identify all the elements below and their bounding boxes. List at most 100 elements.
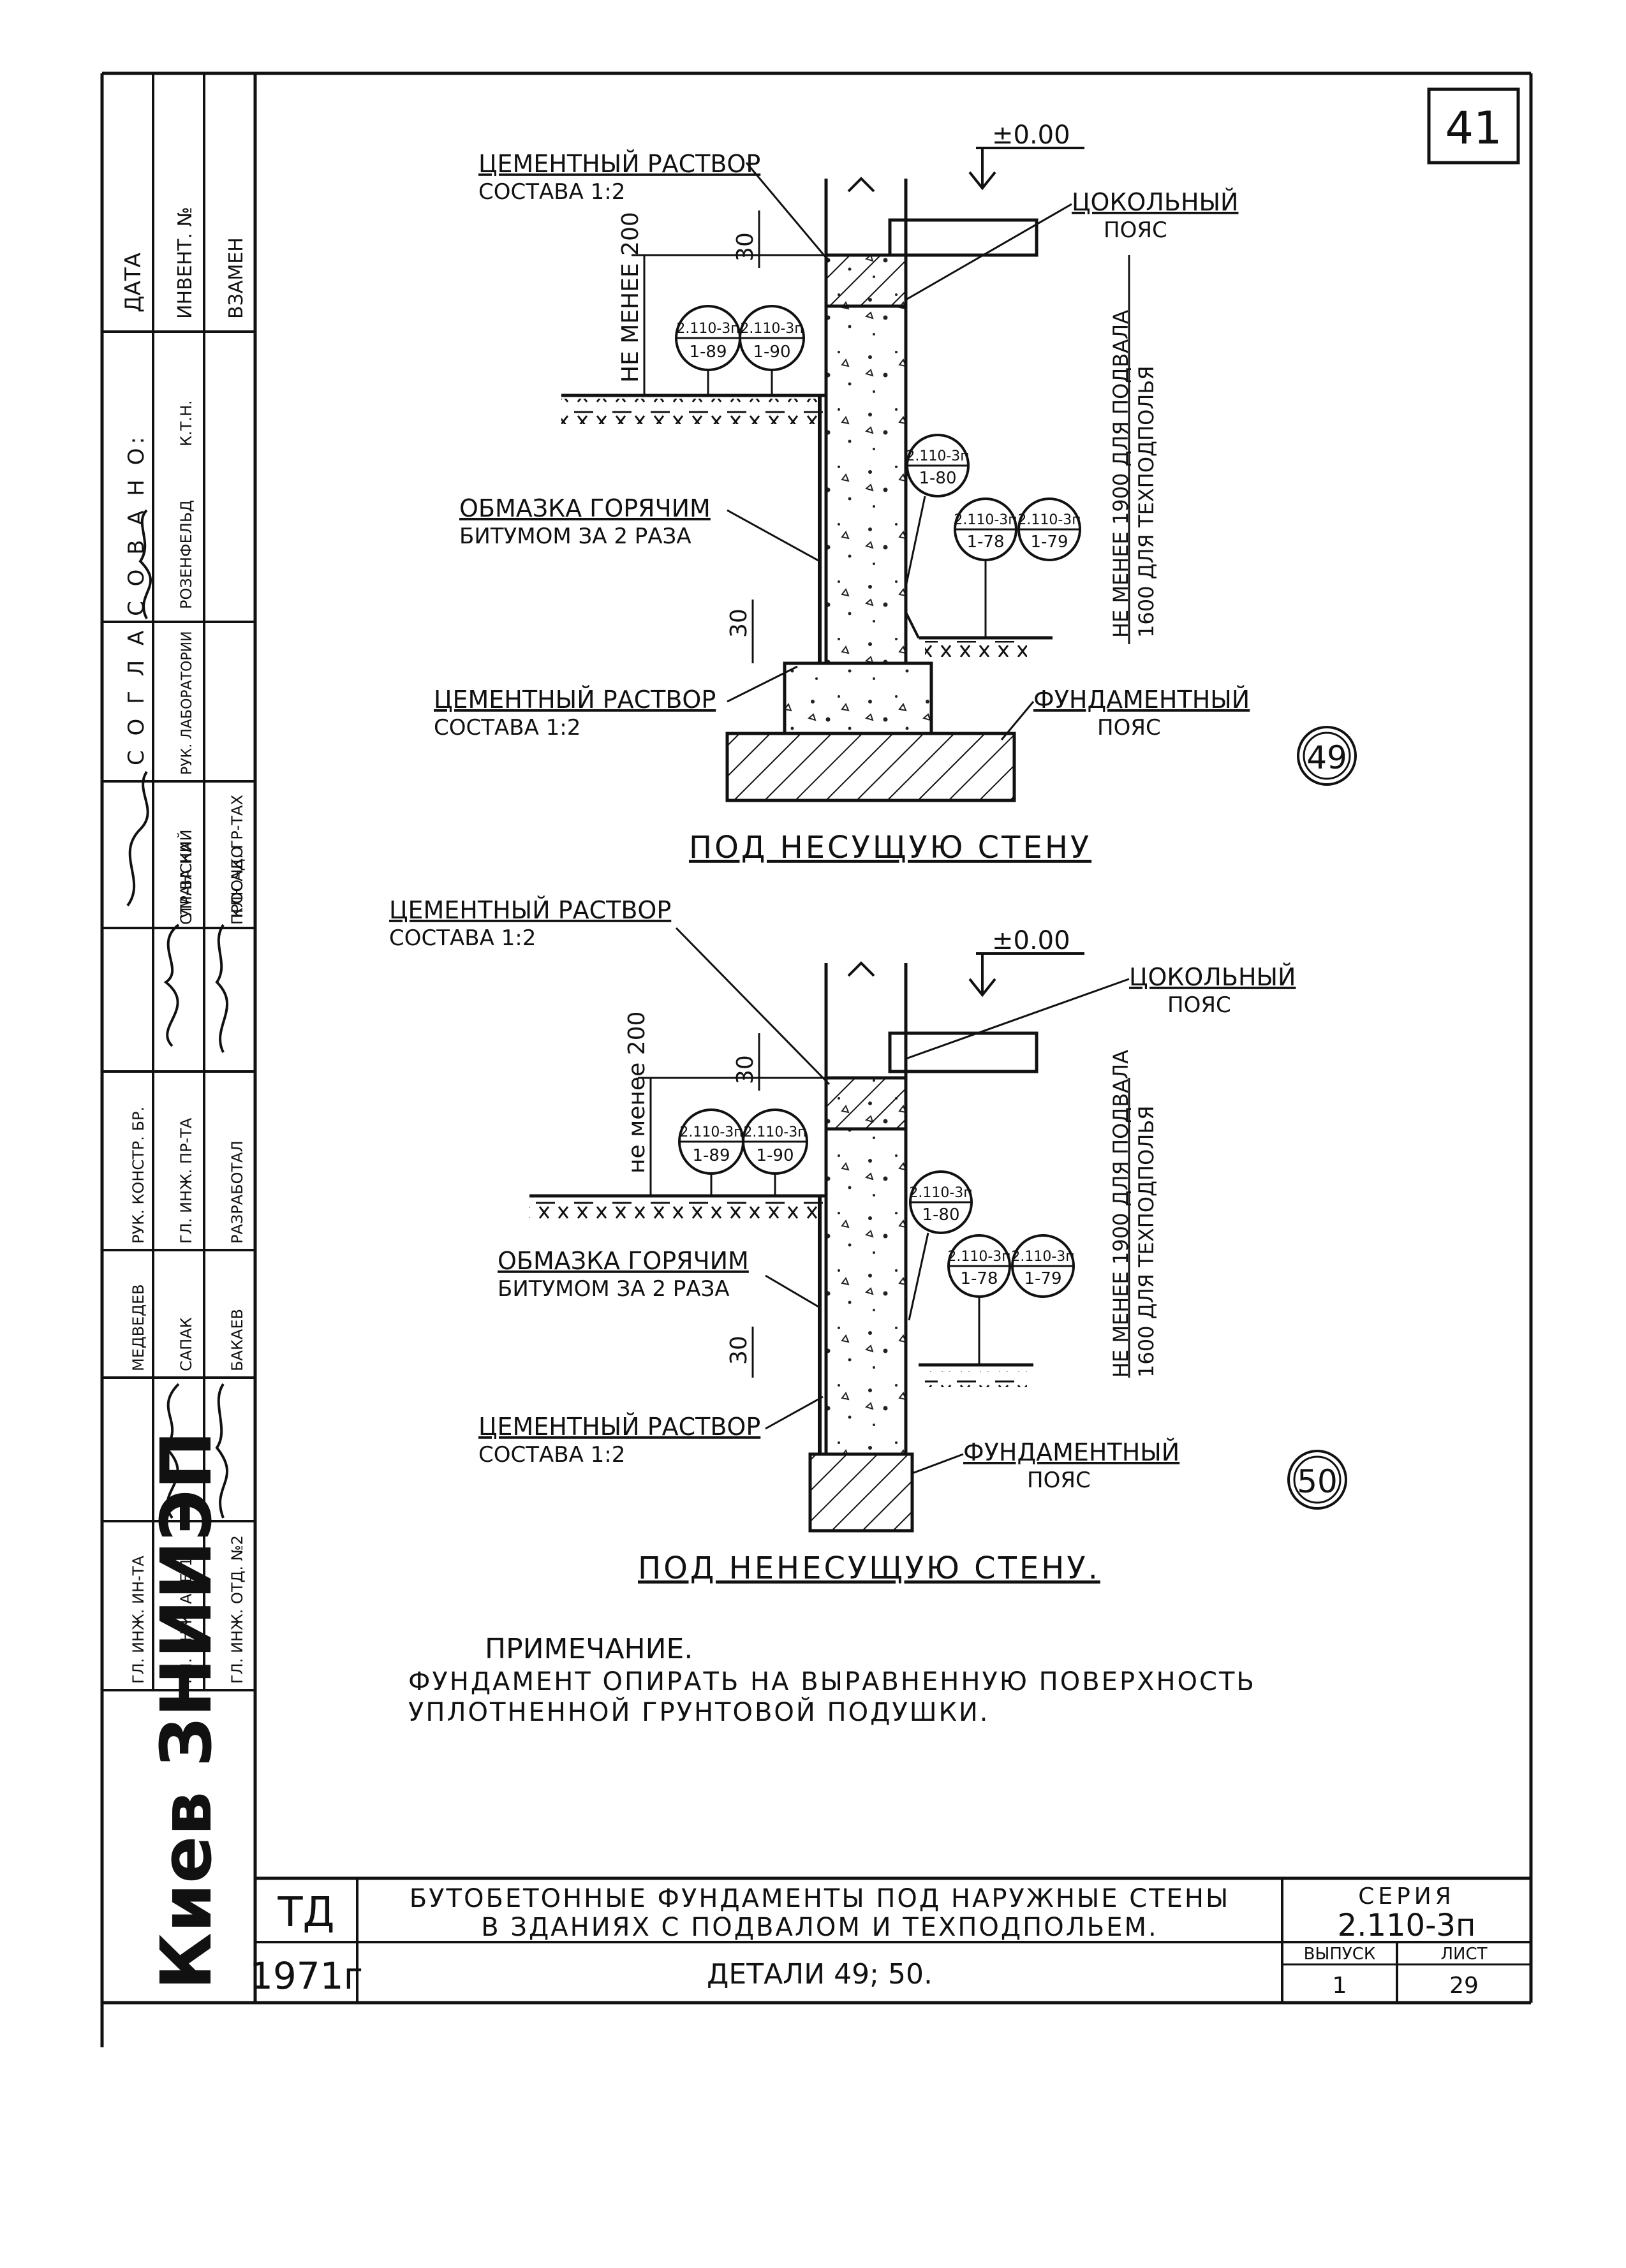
dim-30-top: 30 [732, 1055, 758, 1084]
reference-circle: 2.110-3п 1-80 [906, 434, 970, 497]
svg-text:2.110-3п: 2.110-3п [1011, 1249, 1074, 1265]
stamp-agreed-title: К.Т.Н. [177, 400, 195, 446]
stamp-role: РАЗРАБОТАЛ [228, 1140, 246, 1244]
dim-depth: НЕ МЕНЕЕ 1900 ДЛЯ ПОДВАЛА [1109, 310, 1133, 638]
note-line: ФУНДАМЕНТ ОПИРАТЬ НА ВЫРАВНЕННУЮ ПОВЕРХН… [408, 1667, 1256, 1697]
stamp-dept2: ПРОСАД. ГР-ТАХ [228, 795, 246, 925]
stamp-role: ГЛ. ИНЖ. ИН-ТА [129, 1556, 147, 1684]
stamp-name: УМАНСКИЙ [177, 830, 195, 919]
detail-49: ±0.00 НЕ МЕНЕЕ 200 30 30 НЕ МЕНЕЕ 1900 Д… [434, 121, 1357, 865]
svg-text:2.110-3п: 2.110-3п [909, 1185, 972, 1201]
dim-30-top: 30 [732, 232, 758, 261]
stamp-name: КЛЮЧКО [228, 846, 246, 918]
label-bitumen: ОБМАЗКА ГОРЯЧИМ [498, 1247, 749, 1275]
svg-text:1-89: 1-89 [689, 342, 727, 362]
reference-circle: 2.110-3п 1-90 [739, 305, 805, 371]
dim-30-bottom: 30 [726, 608, 752, 638]
label-mortar-top: ЦЕМЕНТНЫЙ РАСТВОР [389, 896, 671, 924]
svg-text:1-80: 1-80 [919, 469, 956, 488]
sheet-number-box [1427, 87, 1520, 165]
svg-text:2.110-3п: 2.110-3п [906, 448, 969, 464]
title-line: БУТОБЕТОННЫЕ ФУНДАМЕНТЫ ПОД НАРУЖНЫЕ СТЕ… [410, 1884, 1231, 1913]
stamp-header-inv: ИНВЕНТ. № [174, 207, 196, 319]
signature [163, 924, 180, 1047]
svg-text:1-90: 1-90 [756, 1146, 794, 1165]
stamp-name: БАКАЕВ [228, 1309, 246, 1371]
svg-text:1-79: 1-79 [1024, 1269, 1061, 1288]
stamp-role: ГЛ. ИНЖ. ПР-ТА [177, 1117, 195, 1244]
label-mortar-top: СОСТАВА 1:2 [389, 925, 536, 951]
label-mortar-bottom: ЦЕМЕНТНЫЙ РАСТВОР [478, 1413, 760, 1441]
stamp-name: САПАК [177, 1317, 195, 1371]
svg-text:2.110-3п: 2.110-3п [947, 1249, 1010, 1265]
level-mark: ±0.00 [992, 926, 1070, 955]
svg-text:2.110-3п: 2.110-3п [954, 512, 1017, 528]
signature [126, 770, 149, 907]
label-mortar-bottom: ЦЕМЕНТНЫЙ РАСТВОР [434, 686, 716, 714]
svg-text:2.110-3п: 2.110-3п [1017, 512, 1081, 528]
label-plinth-belt: ЦОКОЛЬНЫЙ [1129, 963, 1296, 991]
reference-circle: 2.110-3п 1-80 [909, 1170, 973, 1234]
label-mortar-bottom: СОСТАВА 1:2 [478, 1442, 625, 1468]
dim-depth: НЕ МЕНЕЕ 1900 ДЛЯ ПОДВАЛА [1109, 1050, 1133, 1378]
stamp-dept: СТР-ВА НА [177, 842, 195, 925]
label-plinth-belt: ПОЯС [1167, 992, 1231, 1018]
dim-depth: 1600 ДЛЯ ТЕХПОДПОЛЬЯ [1134, 1105, 1158, 1378]
sheet-number: 41 [1445, 102, 1502, 154]
label-bitumen: БИТУМОМ ЗА 2 РАЗА [498, 1276, 730, 1302]
svg-text:2.110-3п: 2.110-3п [743, 1124, 806, 1140]
label-foundation-belt: ПОЯС [1097, 715, 1161, 740]
approval-stamp: ДАТА ИНВЕНТ. № ВЗАМЕН С О Г Л А С О В А … [102, 73, 255, 1990]
label-plinth-belt: ПОЯС [1104, 217, 1167, 243]
title-line: В ЗДАНИЯХ С ПОДВАЛОМ И ТЕХПОДПОЛЬЕМ. [481, 1913, 1158, 1942]
issue-value: 1 [1333, 1973, 1347, 1999]
note: ПРИМЕЧАНИЕ. ФУНДАМЕНТ ОПИРАТЬ НА ВЫРАВНЕ… [408, 1633, 1256, 1727]
label-foundation-belt: ПОЯС [1027, 1468, 1091, 1493]
sheet-label: ЛИСТ [1440, 1945, 1487, 1964]
stamp-org: Киев ЗНИИЭП [145, 1431, 227, 1990]
label-plinth-belt: ЦОКОЛЬНЫЙ [1072, 188, 1238, 216]
dim-30-bottom: 30 [726, 1336, 752, 1365]
detail-caption: ПОД НЕСУЩУЮ СТЕНУ [689, 830, 1091, 865]
label-foundation-belt: ФУНДАМЕНТНЫЙ [1033, 686, 1250, 714]
svg-text:2.110-3п: 2.110-3п [676, 321, 739, 337]
reference-circle: 2.110-3п 1-79 [1017, 497, 1081, 561]
series-label: СЕРИЯ [1358, 1883, 1455, 1910]
reference-circle: 2.110-3п 1-78 [947, 1234, 1011, 1298]
label-mortar-top: ЦЕМЕНТНЫЙ РАСТВОР [478, 150, 760, 178]
issue-label: ВЫПУСК [1304, 1945, 1376, 1964]
detail-caption: ПОД НЕНЕСУЩУЮ СТЕНУ. [638, 1550, 1100, 1586]
svg-text:1-78: 1-78 [966, 533, 1004, 552]
svg-text:1-80: 1-80 [922, 1205, 959, 1225]
stamp-role: РУК. КОНСТР. БР. [129, 1107, 147, 1244]
svg-text:2.110-3п: 2.110-3п [679, 1124, 743, 1140]
label-mortar-bottom: СОСТАВА 1:2 [434, 715, 580, 740]
reference-circle: 2.110-3п 1-89 [678, 1108, 744, 1175]
level-mark: ±0.00 [992, 121, 1070, 150]
dim-min-height: не менее 200 [624, 1012, 650, 1174]
signature [215, 1383, 229, 1519]
note-heading: ПРИМЕЧАНИЕ. [485, 1633, 693, 1665]
stamp-role: ГЛ. ИНЖ. АКБ-1 [177, 1557, 195, 1684]
reference-circle: 2.110-3п 1-79 [1011, 1234, 1075, 1298]
stamp-header-date: ДАТА [121, 253, 146, 313]
signature [138, 509, 152, 619]
title-year: 1971г [249, 1954, 363, 1998]
stamp-lab-head: РУК. ЛАБОРАТОРИИ [179, 631, 195, 775]
svg-text:2.110-3п: 2.110-3п [740, 321, 803, 337]
reference-circle: 2.110-3п 1-78 [954, 497, 1017, 561]
label-bitumen: ОБМАЗКА ГОРЯЧИМ [459, 494, 711, 522]
dim-depth: 1600 ДЛЯ ТЕХПОДПОЛЬЯ [1134, 365, 1158, 638]
stamp-role: ГЛ. ИНЖ. ОТД. №2 [228, 1535, 246, 1684]
note-line: УПЛОТНЕННОЙ ГРУНТОВОЙ ПОДУШКИ. [408, 1697, 990, 1727]
signature [215, 924, 229, 1053]
detail-mark: 49 [1306, 739, 1347, 776]
svg-text:1-79: 1-79 [1030, 533, 1068, 552]
series-value: 2.110-3п [1338, 1908, 1476, 1943]
reference-circle: 2.110-3п 1-90 [742, 1108, 808, 1175]
label-foundation-belt: ФУНДАМЕНТНЫЙ [963, 1438, 1179, 1466]
sheet-value: 29 [1449, 1973, 1479, 1999]
title-subtitle: ДЕТАЛИ 49; 50. [707, 1958, 933, 1991]
svg-text:1-89: 1-89 [692, 1146, 730, 1165]
